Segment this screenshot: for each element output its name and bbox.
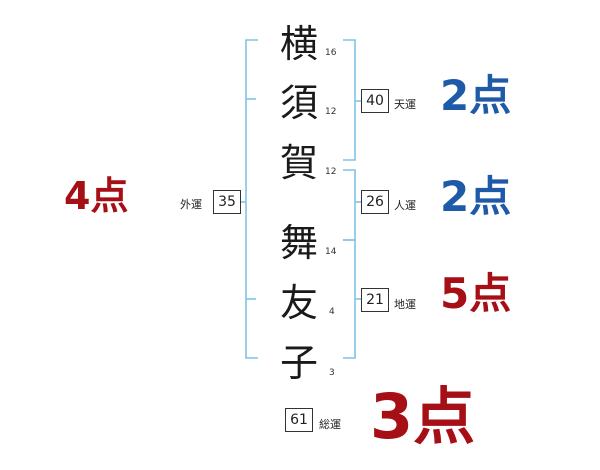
souun-label: 総運	[319, 418, 341, 431]
souun-score: 3点	[370, 380, 476, 453]
gaiun-value-box: 35	[213, 190, 241, 214]
gaiun-score: 4点	[64, 174, 129, 218]
surname-char-2: 須	[279, 81, 318, 125]
given-stroke-3: 3	[329, 368, 335, 378]
tenun-label: 天運	[394, 98, 416, 111]
tenun-bracket	[343, 39, 356, 161]
surname-char-1: 横	[279, 22, 318, 66]
chiun-label: 地運	[394, 298, 416, 311]
surname-stroke-1: 16	[325, 48, 337, 58]
surname-char-3: 賀	[279, 141, 318, 185]
surname-stroke-2: 12	[325, 107, 337, 117]
souun-value-box: 61	[285, 408, 313, 432]
given-char-2: 友	[279, 281, 318, 325]
tenun-value-box: 40	[361, 89, 389, 113]
chiun-score: 5点	[440, 269, 512, 318]
given-char-1: 舞	[279, 221, 318, 265]
gaiun-bracket	[245, 39, 258, 359]
jinun-score: 2点	[440, 172, 512, 221]
given-char-3: 子	[279, 341, 318, 385]
given-stroke-1: 14	[325, 247, 337, 257]
jinun-bracket	[343, 169, 356, 241]
chiun-value-box: 21	[361, 288, 389, 312]
jinun-value-box: 26	[361, 190, 389, 214]
jinun-label: 人運	[394, 199, 416, 212]
tenun-score: 2点	[440, 71, 512, 120]
gaiun-label: 外運	[180, 198, 202, 211]
surname-stroke-3: 12	[325, 167, 337, 177]
chiun-bracket	[343, 239, 356, 359]
given-stroke-2: 4	[329, 307, 335, 317]
